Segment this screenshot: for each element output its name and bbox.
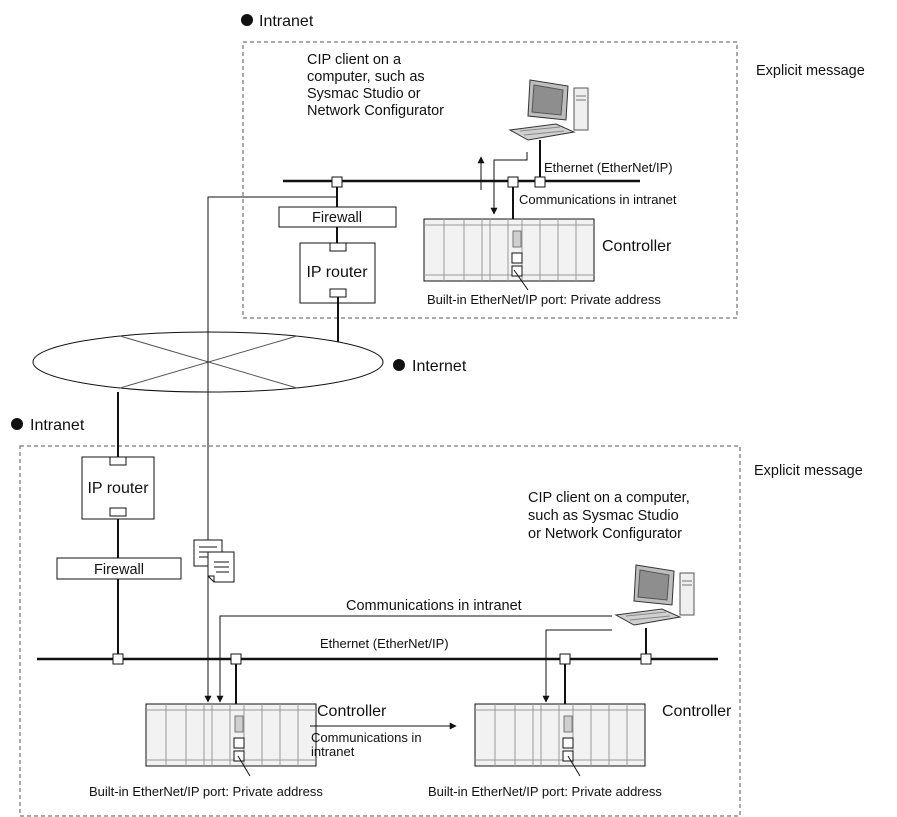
bottom-ip-router-label: IP router: [87, 480, 149, 497]
top-ip-router-label: IP router: [306, 264, 368, 281]
bottom-port-label-right: Built-in EtherNet/IP port: Private addre…: [428, 784, 662, 799]
bullet-bottom-intranet: [11, 418, 23, 430]
message-docs-icon: [193, 539, 235, 583]
top-ethernet-label: Ethernet (EtherNet/IP): [544, 160, 673, 175]
top-backbone-connector: [331, 176, 343, 188]
bottom-computer-icon: [615, 564, 695, 626]
top-explicit-message: Explicit message: [756, 63, 865, 79]
top-port-label: Built-in EtherNet/IP port: Private addre…: [427, 292, 661, 307]
top-computer-icon: [509, 79, 589, 141]
bottom-controller-label-left: Controller: [317, 703, 387, 720]
top-controller-unit: [423, 218, 595, 282]
bottom-controller-right: [474, 703, 646, 767]
bottom-controller-label-right: Controller: [662, 703, 732, 720]
top-client-label: CIP client on a computer, such as Sysmac…: [307, 52, 444, 119]
bottom-backbone-connector-1: [112, 653, 124, 665]
bullet-top-intranet: [241, 14, 253, 26]
bottom-client-label: CIP client on a computer, such as Sysmac…: [528, 490, 694, 542]
bottom-controller-comms-label: Communications in intranet: [311, 730, 425, 759]
bottom-backbone-connector-2: [230, 653, 242, 665]
top-intranet-title: Intranet: [259, 13, 314, 30]
internet-title: Internet: [412, 358, 467, 375]
top-comms-label: Communications in intranet: [519, 192, 677, 207]
bottom-ethernet-label: Ethernet (EtherNet/IP): [320, 636, 449, 651]
bottom-backbone-connector-4: [640, 653, 652, 665]
bottom-firewall-label: Firewall: [94, 562, 144, 578]
top-controller-label: Controller: [602, 238, 672, 255]
bottom-port-label-left: Built-in EtherNet/IP port: Private addre…: [89, 784, 323, 799]
top-computer-connector: [534, 176, 546, 188]
top-controller-connector: [507, 176, 519, 188]
bottom-intranet-boundary: [19, 445, 741, 817]
bullet-internet: [393, 359, 405, 371]
bottom-controller-left: [145, 703, 317, 767]
bottom-intranet-title: Intranet: [30, 417, 85, 434]
top-intranet-boundary: [242, 41, 738, 319]
bottom-comms-label: Communications in intranet: [346, 598, 522, 614]
bottom-backbone-connector-3: [559, 653, 571, 665]
top-firewall-label: Firewall: [312, 210, 362, 226]
bottom-explicit-message: Explicit message: [754, 463, 863, 479]
